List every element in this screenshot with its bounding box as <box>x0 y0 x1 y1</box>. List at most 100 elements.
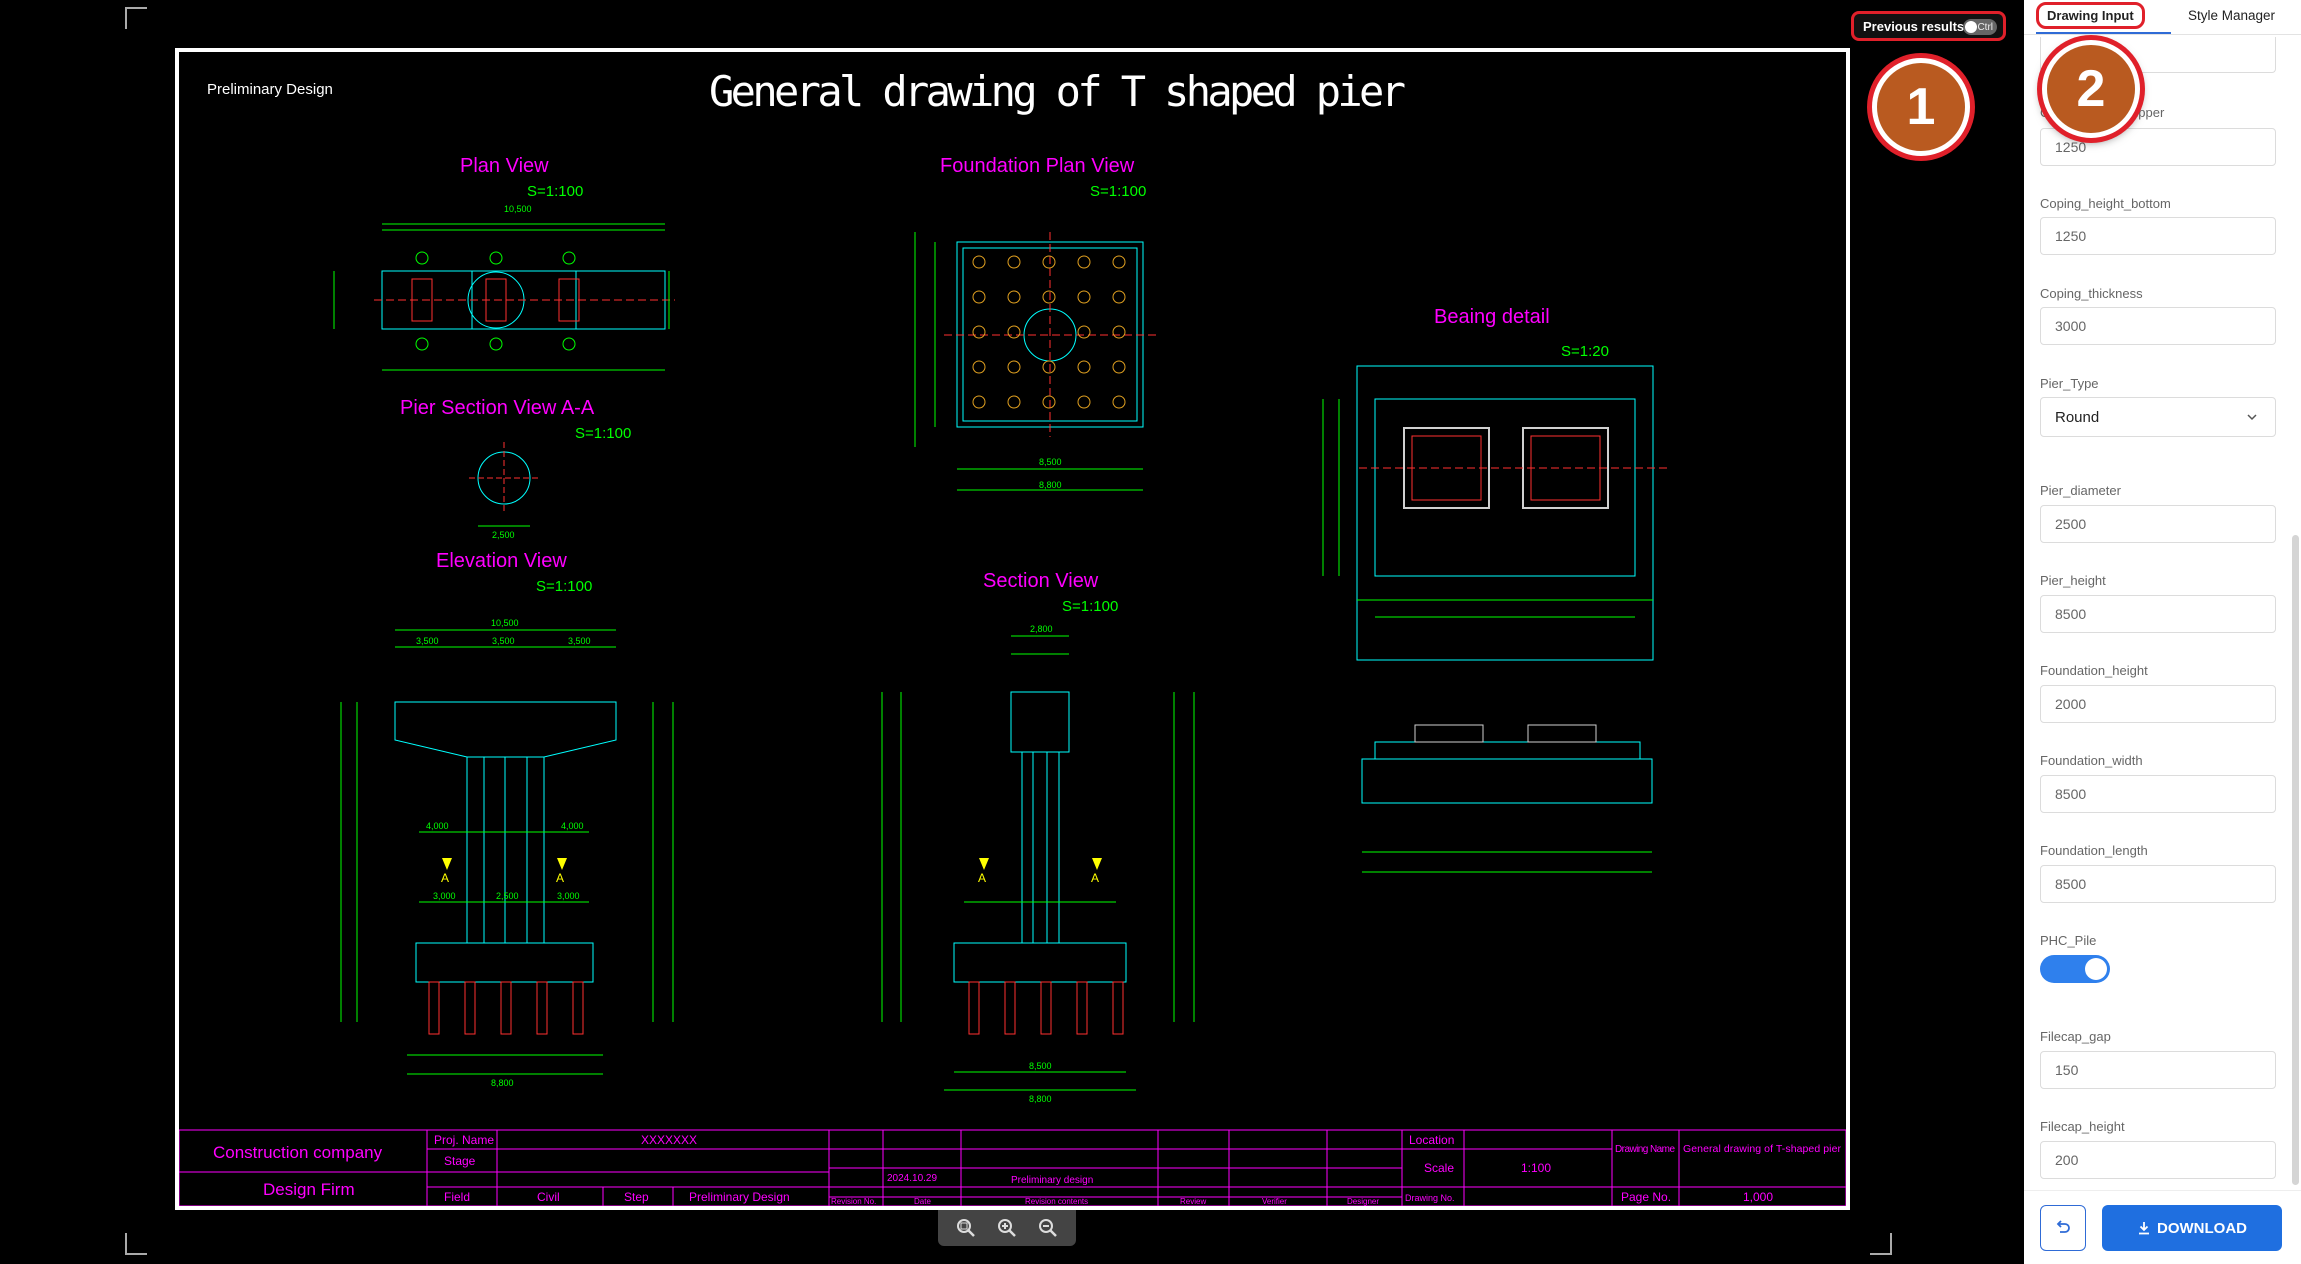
revision-contents: Preliminary design <box>1011 1175 1093 1186</box>
svg-text:2,500: 2,500 <box>496 891 519 901</box>
proj-name-label: Proj. Name <box>434 1133 494 1147</box>
plan-view-title: Plan View <box>460 155 549 177</box>
svg-text:3,500: 3,500 <box>416 636 439 646</box>
step-value: Preliminary Design <box>689 1190 790 1204</box>
step-badge-2: 2 <box>2042 40 2140 138</box>
filecap-height-input[interactable]: 200 <box>2040 1141 2276 1179</box>
scale-label: Scale <box>1424 1161 1454 1175</box>
company-name: Construction company <box>213 1143 383 1162</box>
svg-text:10,500: 10,500 <box>504 204 532 214</box>
drawing-title: General drawing of T shaped pier <box>709 67 1409 116</box>
svg-text:3,500: 3,500 <box>492 636 515 646</box>
foundation-width-input[interactable]: 8500 <box>2040 775 2276 813</box>
location-label: Location <box>1409 1133 1454 1147</box>
svg-text:Verifier: Verifier <box>1262 1197 1287 1206</box>
pier-section-title: Pier Section View A-A <box>400 397 595 419</box>
drawing-name-label: Drawing Name <box>1615 1144 1675 1155</box>
plan-view-drawing: 10,500 <box>333 204 675 371</box>
zoom-in-icon <box>997 1219 1016 1237</box>
step-label: Step <box>624 1190 649 1204</box>
svg-text:Date: Date <box>914 1197 931 1206</box>
svg-text:10,500: 10,500 <box>491 618 519 628</box>
svg-text:2,500: 2,500 <box>492 530 515 540</box>
foundation-plan-drawing: 8,500 8,800 <box>914 232 1159 491</box>
elevation-scale: S=1:100 <box>536 578 592 595</box>
svg-text:8,800: 8,800 <box>1039 480 1062 490</box>
svg-text:3,000: 3,000 <box>433 891 456 901</box>
page-no-label: Page No. <box>1621 1190 1671 1204</box>
svg-text:3,500: 3,500 <box>568 636 591 646</box>
foundation-width-label: Foundation_width <box>2040 753 2143 768</box>
pier-height-input[interactable]: 8500 <box>2040 595 2276 633</box>
foundation-height-input[interactable]: 2000 <box>2040 685 2276 723</box>
download-icon <box>2139 1222 2149 1235</box>
svg-text:8,800: 8,800 <box>1029 1094 1052 1104</box>
panel-scrollbar[interactable] <box>2292 535 2299 1185</box>
pier-type-select[interactable]: Round <box>2040 397 2276 437</box>
chevron-down-icon <box>2247 414 2257 421</box>
svg-text:Designer: Designer <box>1347 1197 1379 1206</box>
drawing-viewer[interactable]: Preliminary Design General drawing of T … <box>0 0 2024 1264</box>
stage-label: Stage <box>444 1154 476 1168</box>
foundation-height-label: Foundation_height <box>2040 663 2148 678</box>
field-value: Civil <box>537 1190 560 1204</box>
svg-text:8,500: 8,500 <box>1039 457 1062 467</box>
step-badge-1: 1 <box>1872 58 1970 156</box>
active-tab-indicator <box>2036 32 2171 34</box>
svg-text:A: A <box>441 871 449 885</box>
title-block <box>179 1129 1846 1206</box>
scale-value: 1:100 <box>1521 1161 1551 1175</box>
ctrl-shortcut-toggle[interactable]: Ctrl <box>1963 19 1997 35</box>
filecap-gap-input[interactable]: 150 <box>2040 1051 2276 1089</box>
previous-results-button[interactable]: Previous results Ctrl <box>1851 11 2006 41</box>
filecap-gap-label: Filecap_gap <box>2040 1029 2111 1044</box>
svg-text:8,800: 8,800 <box>491 1078 514 1088</box>
zoom-fit-icon <box>957 1219 976 1237</box>
svg-text:2,800: 2,800 <box>1030 624 1053 634</box>
tab-drawing-input[interactable]: Drawing Input <box>2036 2 2145 29</box>
revision-date: 2024.10.29 <box>887 1173 937 1184</box>
pier-diameter-label: Pier_diameter <box>2040 483 2121 498</box>
section-view-scale: S=1:100 <box>1062 598 1118 615</box>
panel-tabs: Drawing Input Style Manager <box>2024 0 2301 35</box>
phc-pile-label: PHC_Pile <box>2040 933 2097 948</box>
pier-diameter-input[interactable]: 2500 <box>2040 505 2276 543</box>
svg-text:Revision No.: Revision No. <box>831 1197 876 1206</box>
zoom-out-button[interactable] <box>1033 1213 1063 1243</box>
foundation-length-label: Foundation_length <box>2040 843 2148 858</box>
coping-thickness-input[interactable]: 3000 <box>2040 307 2276 345</box>
elevation-title: Elevation View <box>436 550 567 572</box>
svg-text:Review: Review <box>1180 1197 1206 1206</box>
download-button[interactable]: DOWNLOAD <box>2102 1205 2282 1251</box>
svg-text:3,000: 3,000 <box>557 891 580 901</box>
svg-text:A: A <box>978 871 986 885</box>
foundation-length-input[interactable]: 8500 <box>2040 865 2276 903</box>
filecap-height-label: Filecap_height <box>2040 1119 2125 1134</box>
bearing-detail-title: Beaing detail <box>1434 306 1550 328</box>
input-panel: Drawing Input Style Manager Coping_heigh… <box>2024 0 2301 1264</box>
svg-text:A: A <box>556 871 564 885</box>
crop-corner-top-left <box>125 7 147 29</box>
section-view-drawing: 2,800 A A 8,500 8,800 <box>881 624 1195 1104</box>
svg-text:4,000: 4,000 <box>426 821 449 831</box>
reset-button[interactable] <box>2040 1205 2086 1251</box>
foundation-plan-title: Foundation Plan View <box>940 155 1135 177</box>
zoom-out-icon <box>1038 1219 1057 1237</box>
coping-height-bottom-input[interactable]: 1250 <box>2040 217 2276 255</box>
crop-corner-bottom-right <box>1870 1233 1892 1255</box>
cad-drawing: Preliminary Design General drawing of T … <box>179 67 1846 1206</box>
tab-style-manager[interactable]: Style Manager <box>2188 8 2276 23</box>
zoom-fit-button[interactable] <box>951 1213 981 1243</box>
svg-text:Revision contents: Revision contents <box>1025 1197 1088 1206</box>
undo-icon <box>2056 1220 2070 1233</box>
plan-view-scale: S=1:100 <box>527 183 583 200</box>
coping-height-bottom-label: Coping_height_bottom <box>2040 196 2171 211</box>
pier-section-drawing: 2,500 <box>469 442 539 540</box>
bearing-detail-scale: S=1:20 <box>1561 343 1609 360</box>
crop-corner-bottom-left <box>125 1233 147 1255</box>
bearing-detail-drawing <box>1322 365 1669 873</box>
pier-section-scale: S=1:100 <box>575 425 631 442</box>
pier-type-value: Round <box>2055 408 2100 426</box>
phc-pile-toggle[interactable] <box>2040 955 2110 983</box>
zoom-in-button[interactable] <box>992 1213 1022 1243</box>
